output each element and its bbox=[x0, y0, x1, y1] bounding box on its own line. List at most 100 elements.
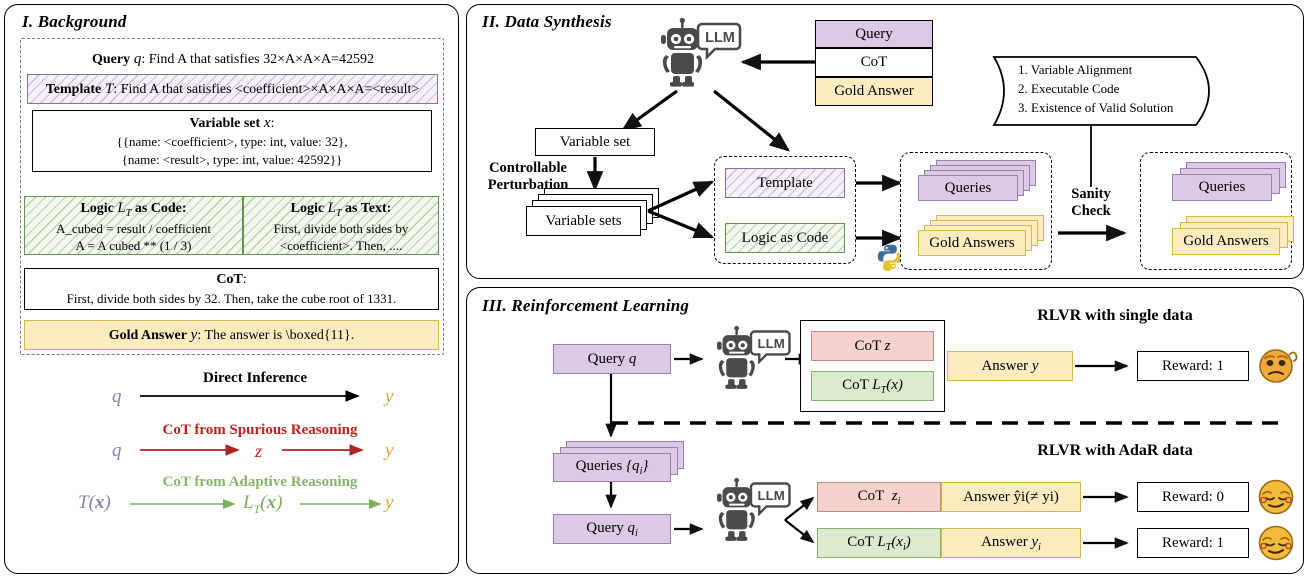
adaptive-title-text: CoT from Adaptive Reasoning bbox=[162, 473, 358, 490]
spurious-title-text: CoT from Spurious Reasoning bbox=[162, 421, 358, 438]
rl-cot-z-box: CoT z bbox=[811, 331, 934, 361]
sanity-line-1: Sanity bbox=[1071, 186, 1111, 202]
sanity-criteria-list: 1. Variable Alignment 2. Executable Code… bbox=[1018, 62, 1218, 119]
adaptive-arrow-2 bbox=[300, 498, 382, 510]
criterion-3: 3. Existence of Valid Solution bbox=[1018, 100, 1174, 115]
variable-set-line-1: {{name: <coefficient>, type: int, value:… bbox=[116, 134, 348, 150]
template-to-queries-arrow bbox=[856, 174, 903, 192]
variable-set-single-box: Variable set bbox=[535, 128, 655, 156]
gold-answer-box: Gold Answer y: The answer is \boxed{11}. bbox=[24, 320, 439, 350]
logic-as-code-box: Logic LT as Code: A_cubed = result / coe… bbox=[24, 196, 243, 255]
llm-robot-icon: LLM bbox=[661, 17, 742, 87]
adar-right-to-reward-arrow bbox=[1083, 537, 1129, 549]
logic-code-line-1: A_cubed = result / coefficient bbox=[55, 220, 212, 236]
sanity-check-arrow bbox=[1058, 224, 1127, 242]
direct-to-y: y bbox=[385, 386, 394, 407]
spurious-from-q: q bbox=[112, 440, 122, 461]
variable-sets-fork-arrows bbox=[647, 180, 715, 239]
logic-text-line-1: First, divide both sides by bbox=[273, 220, 409, 236]
cot-label: CoT bbox=[216, 272, 243, 288]
adaptive-mid-ltx: LT(x) bbox=[243, 492, 283, 516]
adar-wrong-to-reward-arrow bbox=[1083, 491, 1129, 503]
template-box: Template T: Find A that satisfies <coeff… bbox=[27, 74, 438, 104]
rlvr-adar-heading-text: RLVR with AdaR data bbox=[1037, 442, 1193, 459]
llm-to-variable-set-arrow bbox=[620, 89, 678, 132]
llm-badge-label: LLM bbox=[705, 30, 735, 46]
adar-cot-zi-box: CoT zi bbox=[817, 482, 941, 512]
controllable-line-1: Controllable bbox=[489, 160, 567, 176]
rl-llm-robot-icon: LLM bbox=[717, 325, 791, 389]
query-row: Query q: Find A that satisfies 32×A×A×A=… bbox=[92, 50, 374, 67]
gold-answer-label: Gold Answer bbox=[108, 327, 187, 343]
seed-to-llm-arrow bbox=[740, 53, 815, 71]
variable-sets-box: Variable sets bbox=[526, 206, 641, 236]
background-section-title: I. Background bbox=[22, 12, 127, 31]
rl-llm-badge-label: LLM bbox=[758, 336, 785, 351]
spurious-title: CoT from Spurious Reasoning bbox=[110, 420, 410, 440]
query-i-to-llm-arrow bbox=[674, 523, 704, 535]
spurious-mid-z: z bbox=[255, 441, 263, 461]
adar-answer-right-box: Answer yi bbox=[941, 528, 1081, 558]
variable-set-label: Variable set bbox=[189, 115, 261, 131]
variable-set-box: Variable set x: {{name: <coefficient>, t… bbox=[32, 110, 432, 172]
logic-text-label: Logic bbox=[290, 200, 325, 216]
adaptive-from-tx: T(x) bbox=[78, 492, 111, 513]
smiling-face-icon-2 bbox=[1258, 525, 1294, 561]
logic-code-suffix: as Code bbox=[131, 200, 182, 216]
queries-to-query-i-arrow bbox=[605, 482, 617, 509]
confused-face-icon bbox=[1259, 349, 1298, 383]
direct-inference-arrow bbox=[140, 390, 360, 402]
rl-divider bbox=[612, 421, 1286, 425]
rlvr-adar-heading: RLVR with AdaR data bbox=[950, 440, 1280, 462]
python-icon bbox=[877, 244, 903, 271]
adar-llm-fork-arrows bbox=[784, 496, 815, 544]
criterion-1: 1. Variable Alignment bbox=[1018, 62, 1133, 77]
logic-text-line-2: <coefficient>. Then, .... bbox=[279, 237, 403, 253]
spurious-arrow-1 bbox=[140, 444, 240, 456]
adaptive-to-y: y bbox=[385, 492, 394, 513]
adar-llm-badge-label: LLM bbox=[758, 488, 785, 503]
seed-cot-box: CoT bbox=[815, 48, 933, 77]
template-label: Template bbox=[45, 81, 102, 97]
criteria-to-sanity-connector bbox=[1090, 125, 1092, 187]
adar-cot-lt-xi-box: CoT LT(xi) bbox=[817, 528, 941, 558]
spurious-arrow-2 bbox=[282, 444, 364, 456]
adaptive-arrow-1 bbox=[130, 498, 236, 510]
query-text: : Find A that satisfies 32×A×A×A=42592 bbox=[141, 51, 374, 67]
sanity-criteria-shape bbox=[992, 56, 1210, 126]
rlvr-single-heading-text: RLVR with single data bbox=[1037, 307, 1193, 324]
spurious-to-y: y bbox=[385, 440, 394, 461]
adar-llm-robot-icon: LLM bbox=[717, 477, 791, 541]
queries-set-box: Queries {qi} bbox=[553, 453, 671, 482]
synthesis-template-box: Template bbox=[725, 168, 845, 198]
rlvr-single-heading: RLVR with single data bbox=[950, 305, 1280, 327]
logic-code-label: Logic bbox=[80, 200, 114, 216]
direct-inference-title: Direct Inference bbox=[150, 368, 360, 388]
adar-answer-wrong-box: Answer ŷi(≠ yi) bbox=[941, 482, 1081, 512]
logic-code-line-2: A = A cubed ** (1 / 3) bbox=[75, 237, 192, 253]
rl-section-title: III. Reinforcement Learning bbox=[482, 296, 690, 315]
rl-answer-box: Answer y bbox=[947, 351, 1073, 381]
logic-as-text-box: Logic LT as Text: First, divide both sid… bbox=[243, 196, 439, 255]
cot-box: CoT: First, divide both sides by 32. The… bbox=[24, 268, 439, 310]
adar-reward-zero-box: Reward: 0 bbox=[1137, 482, 1249, 512]
sanity-line-2: Check bbox=[1071, 203, 1111, 219]
smiling-face-icon-1 bbox=[1258, 479, 1294, 515]
template-text: : Find A that satisfies <coefficient>×A×… bbox=[113, 81, 420, 97]
logic-text-suffix: as Text bbox=[341, 200, 387, 216]
logic-to-gold-answers-arrow bbox=[856, 229, 903, 247]
gold-answer-text: : The answer is \boxed{11}. bbox=[197, 327, 355, 343]
rl-query-box: Query q bbox=[553, 344, 671, 374]
criterion-2: 2. Executable Code bbox=[1018, 81, 1120, 96]
final-gold-answers-box: Gold Answers bbox=[1172, 228, 1280, 255]
synthesis-logic-as-code-box: Logic as Code bbox=[725, 223, 845, 253]
synthesis-section-title: II. Data Synthesis bbox=[482, 12, 612, 31]
variable-set-line-2: {name: <result>, type: int, value: 42592… bbox=[121, 152, 343, 168]
query-to-llm-arrow bbox=[674, 353, 704, 365]
adaptive-title: CoT from Adaptive Reasoning bbox=[110, 472, 410, 492]
direct-inference-title-text: Direct Inference bbox=[203, 369, 307, 386]
cot-text: First, divide both sides by 32. Then, ta… bbox=[66, 291, 397, 307]
seed-gold-answer-box: Gold Answer bbox=[815, 77, 933, 106]
gold-answers-box: Gold Answers bbox=[918, 230, 1026, 256]
query-i-box: Query qi bbox=[553, 514, 671, 544]
